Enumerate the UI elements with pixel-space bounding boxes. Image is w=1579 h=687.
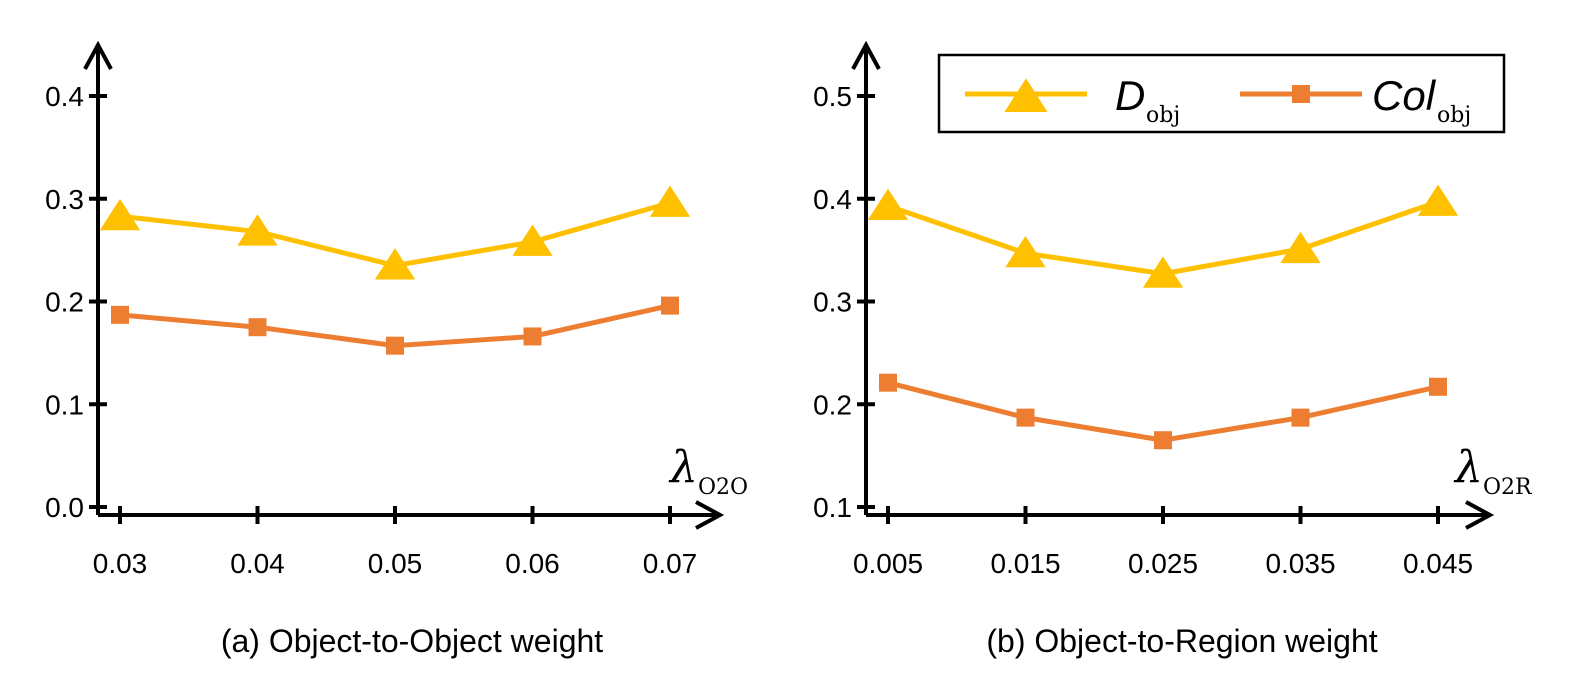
legend: D obj Col obj [937, 53, 1506, 134]
y-tick-label-b: 0.4 [813, 184, 852, 215]
y-tick-label-b: 0.3 [813, 287, 852, 318]
y-tick-label-a: 0.4 [45, 81, 84, 112]
y-tick-label-a: 0.0 [45, 492, 84, 523]
x-tick-label-b: 0.015 [990, 548, 1060, 579]
point-col-obj-a [248, 318, 267, 337]
x-tick-label-a: 0.06 [505, 548, 560, 579]
x-tick-label-a: 0.04 [230, 548, 285, 579]
x-tick-label-a: 0.05 [368, 548, 423, 579]
ticks-b: 0.1 0.2 0.3 0.4 0.5 0.005 0.015 0.025 0.035 0.045 [813, 81, 1473, 579]
point-d-obj-b [1280, 231, 1321, 264]
panel-a: 0.0 0.1 0.2 0.3 0.4 0.03 0.04 0.05 0.06 0.07 λ O2… [45, 40, 748, 659]
axes-a [83, 40, 725, 530]
axes-b [851, 40, 1495, 530]
x-axis-arrow-b [1465, 500, 1495, 530]
x-axis-symbol-a: λ [668, 442, 698, 493]
point-col-obj-a [523, 327, 542, 346]
point-d-obj-a [512, 224, 553, 256]
x-axis-subscript-b: O2R [1483, 475, 1533, 500]
caption-a: (a) Object-to-Object weight [221, 623, 603, 659]
y-tick-label-a: 0.3 [45, 184, 84, 215]
legend-label-col-sub: obj [1437, 103, 1471, 128]
legend-entry-col-obj: Col obj [1240, 72, 1471, 128]
point-d-obj-a [237, 214, 278, 246]
y-axis-arrow-b [851, 40, 881, 70]
point-col-obj-b [879, 373, 897, 392]
point-col-obj-b [1291, 408, 1310, 427]
x-axis-arrow-a [695, 500, 725, 530]
legend-marker-triangle [1004, 78, 1048, 112]
legend-marker-square [1292, 85, 1310, 103]
point-d-obj-b [1005, 235, 1046, 268]
y-tick-label-b: 0.5 [813, 81, 852, 112]
x-tick-label-b: 0.005 [853, 548, 923, 579]
y-axis-arrow-a [83, 40, 113, 70]
series-a [99, 185, 691, 355]
y-tick-label-b: 0.2 [813, 389, 852, 420]
legend-entry-d-obj: D obj [965, 72, 1180, 128]
point-col-obj-a [111, 305, 129, 324]
x-tick-label-a: 0.03 [93, 548, 148, 579]
point-d-obj-a [374, 248, 416, 280]
x-tick-label-b: 0.045 [1403, 548, 1473, 579]
ticks-a: 0.0 0.1 0.2 0.3 0.4 0.03 0.04 0.05 0.06 0.07 [45, 81, 697, 579]
point-d-obj-a [99, 198, 141, 231]
point-d-obj-b [867, 188, 909, 220]
x-tick-label-b: 0.025 [1128, 548, 1198, 579]
x-tick-label-b: 0.035 [1265, 548, 1335, 579]
series-b [867, 184, 1459, 450]
panel-b: 0.1 0.2 0.3 0.4 0.5 0.005 0.015 0.025 0.035 0.045… [813, 40, 1533, 659]
x-tick-label-a: 0.07 [643, 548, 698, 579]
point-d-obj-a [649, 185, 691, 217]
legend-label-col-main: Col [1372, 72, 1437, 119]
y-tick-label-b: 0.1 [813, 492, 852, 523]
y-tick-label-a: 0.1 [45, 389, 84, 420]
point-col-obj-b [1429, 377, 1447, 396]
point-col-obj-a [661, 296, 679, 315]
point-col-obj-a [386, 336, 404, 355]
point-d-obj-b [1142, 256, 1184, 288]
point-col-obj-b [1154, 431, 1172, 450]
x-axis-subscript-a: O2O [698, 475, 748, 500]
y-tick-label-a: 0.2 [45, 287, 84, 318]
x-axis-symbol-b: λ [1453, 442, 1483, 493]
point-col-obj-b [1016, 408, 1035, 427]
caption-b: (b) Object-to-Region weight [986, 623, 1377, 659]
legend-label-d-sub: obj [1146, 103, 1180, 128]
point-d-obj-b [1417, 184, 1459, 216]
legend-label-d-main: D [1115, 72, 1145, 119]
